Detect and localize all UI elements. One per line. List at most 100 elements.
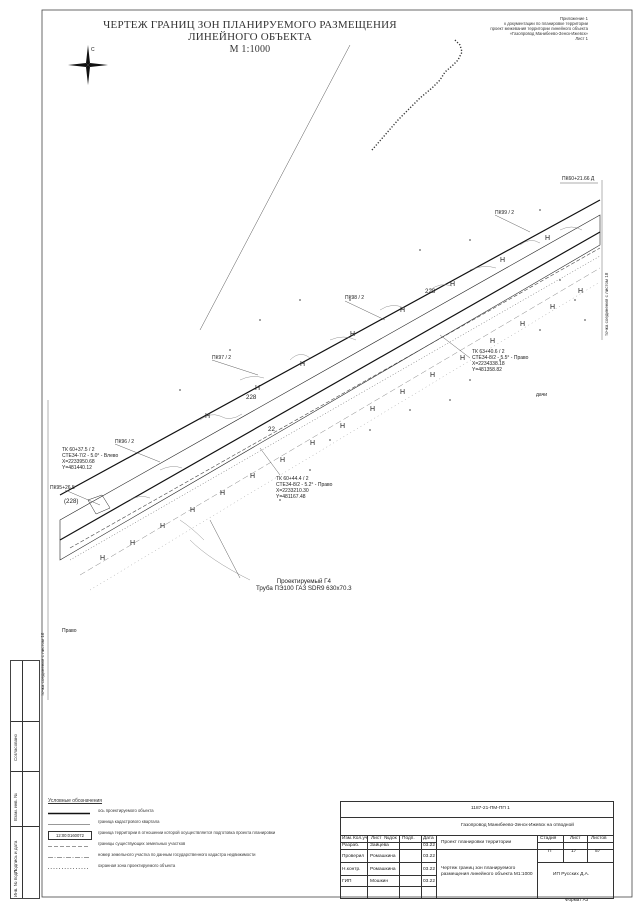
svg-text:H: H [130, 540, 135, 547]
dashed-line-1 [69, 247, 601, 549]
label-pk-top: ПК60+21.66 Д [562, 176, 595, 182]
tk-line: Х=2233950.68 [62, 459, 95, 465]
svg-text:H: H [460, 355, 465, 362]
label-pk99: ПК99 / 2 [495, 210, 515, 216]
legend-dash-icon [48, 846, 90, 847]
svg-text:H: H [350, 331, 355, 338]
pipe-caption-line1: Проектируемый Г4 [276, 578, 331, 585]
legend-thick-line-icon [48, 812, 90, 815]
strip-label: Взам. инв. № [13, 793, 18, 821]
person: Ромашкина [370, 867, 396, 872]
svg-text:H: H [370, 406, 375, 413]
leaders [64, 182, 598, 579]
tk-line: Y=481440.12 [62, 465, 92, 471]
title-block: 1187-21-ПМ-ПП 1 Газопровод Манибеево-Зен… [340, 801, 614, 899]
col-head: Дата [423, 836, 434, 841]
label-edge-left: точка соединения с листом 16 [40, 632, 45, 696]
appendix-line: «Газопровод Манибеево-Зенск-Ижевск» [509, 31, 588, 36]
legend-row: номер земельного участка по данным госуд… [48, 852, 288, 863]
stage-project: Проект планировки территории [441, 840, 512, 845]
sheet-title-line: Чертеж границ зон планируемого [441, 866, 516, 871]
binding-strip: Согласовано Взам. инв. № Подпись и дата … [10, 660, 40, 899]
label-228-b: 228 [246, 394, 257, 401]
legend: Условные обозначения ось проектируемого … [48, 798, 288, 874]
paper-format: Формат А3 [565, 897, 589, 902]
planned-zone [59, 214, 601, 561]
legend-row: граница кадастрового квартала [48, 819, 288, 830]
svg-text:H: H [545, 235, 550, 242]
svg-text:H: H [250, 473, 255, 480]
svg-text:H: H [520, 321, 525, 328]
person: Ромашкина [370, 854, 396, 859]
tk-line: ТК 60+44.4 / 2 [276, 476, 309, 482]
label-pk95: ПК95+26.5 [50, 485, 75, 491]
appendix-line: Лист 1 [575, 36, 588, 41]
svg-text:H: H [578, 288, 583, 295]
svg-text:H: H [300, 361, 305, 368]
date: 03.22 [423, 879, 436, 884]
svg-text:H: H [190, 507, 195, 514]
label-pk98: ПК98 / 2 [345, 295, 365, 301]
sheets-value: 57 [595, 849, 601, 854]
svg-text:H: H [205, 413, 210, 420]
north-arrow-icon: С [68, 45, 108, 85]
tk-line: СТЕ34-8/2 - 5.2° - Право [276, 482, 333, 488]
tk-line: ТК 63+40.6 / 2 [472, 349, 505, 355]
legend-row: 12:00:0160072 граница территории в отнош… [48, 830, 288, 841]
person: Мошкин [370, 879, 388, 884]
legend-row: охранная зона проектируемого объекта [48, 863, 288, 874]
label-edge-right: точка соединения с листом 18 [604, 272, 609, 336]
pipe-caption: Проектируемый Г4 Труба ПЭ100 ГАЗ SDR9 63… [256, 578, 352, 592]
tk-right: ТК 63+40.6 / 2 СТЕ34-8/2 - 5.5° - Право … [472, 349, 528, 373]
label-pravo: Право [62, 628, 77, 634]
role: Разраб. [342, 843, 360, 848]
dotted-boundary [371, 39, 463, 151]
tk-line: Х=2233210.30 [276, 488, 309, 494]
parcel-228 [87, 494, 111, 515]
legend-box-icon: 12:00:0160072 [48, 831, 92, 840]
role: ГИП [342, 879, 352, 884]
label-22: 22 [268, 426, 275, 433]
label-228-c: (228) [64, 498, 79, 505]
title-main: ЧЕРТЕЖ ГРАНИЦ ЗОН ПЛАНИРУЕМОГО РАЗМЕЩЕНИ… [103, 19, 397, 43]
label-pk97: ПК97 / 2 [212, 355, 232, 361]
svg-text:H: H [500, 257, 505, 264]
svg-text:H: H [430, 372, 435, 379]
sheet-value: 17 [571, 849, 577, 854]
tk-line: ТК 60+37.5 / 2 [62, 447, 95, 453]
svg-text:H: H [220, 490, 225, 497]
col-head: Кол.уч [353, 836, 368, 841]
legend-text: границы существующих земельных участков [98, 841, 186, 846]
sheet-title: Чертеж границ зон планируемого размещени… [441, 866, 533, 878]
dashed-line-2 [79, 267, 601, 576]
legend-text: ось проектируемого объекта [98, 808, 154, 813]
appendix-note: Приложение 1 к документации по планировк… [478, 16, 588, 41]
object-name: Газопровод Манибеево-Зенск-Ижевск на отв… [461, 823, 574, 828]
svg-text:H: H [400, 389, 405, 396]
legend-row: ось проектируемого объекта [48, 808, 288, 819]
label-dachi: дачи [536, 392, 547, 398]
strip-label: Инв. № подл. [13, 868, 18, 897]
person: Зайцева [370, 843, 389, 848]
dotted-line-1 [69, 255, 601, 561]
relief-dots [179, 209, 586, 501]
tk-line: Y=481167.48 [276, 494, 306, 500]
role: Проверил [342, 854, 365, 859]
date: 03.22 [423, 843, 436, 848]
svg-text:H: H [490, 338, 495, 345]
stage-value: П [548, 849, 552, 854]
cadastral-line [199, 44, 351, 331]
gas-markers: HHH HHH HHH HHH HHH HH HHH HHH HH [100, 235, 583, 562]
legend-title: Условные обозначения [48, 798, 103, 804]
legend-row: границы существующих земельных участков [48, 841, 288, 852]
svg-text:С: С [91, 47, 95, 53]
col-head: Лист [371, 836, 382, 841]
legend-thin-line-icon [48, 824, 90, 825]
svg-text:H: H [255, 385, 260, 392]
title-scale: М 1:1000 [229, 44, 271, 55]
svg-text:H: H [450, 281, 455, 288]
tk-line: СТЕ34-8/2 - 5.5° - Право [472, 355, 529, 361]
svg-text:H: H [550, 304, 555, 311]
legend-text: граница территории в отношении которой о… [98, 830, 276, 835]
